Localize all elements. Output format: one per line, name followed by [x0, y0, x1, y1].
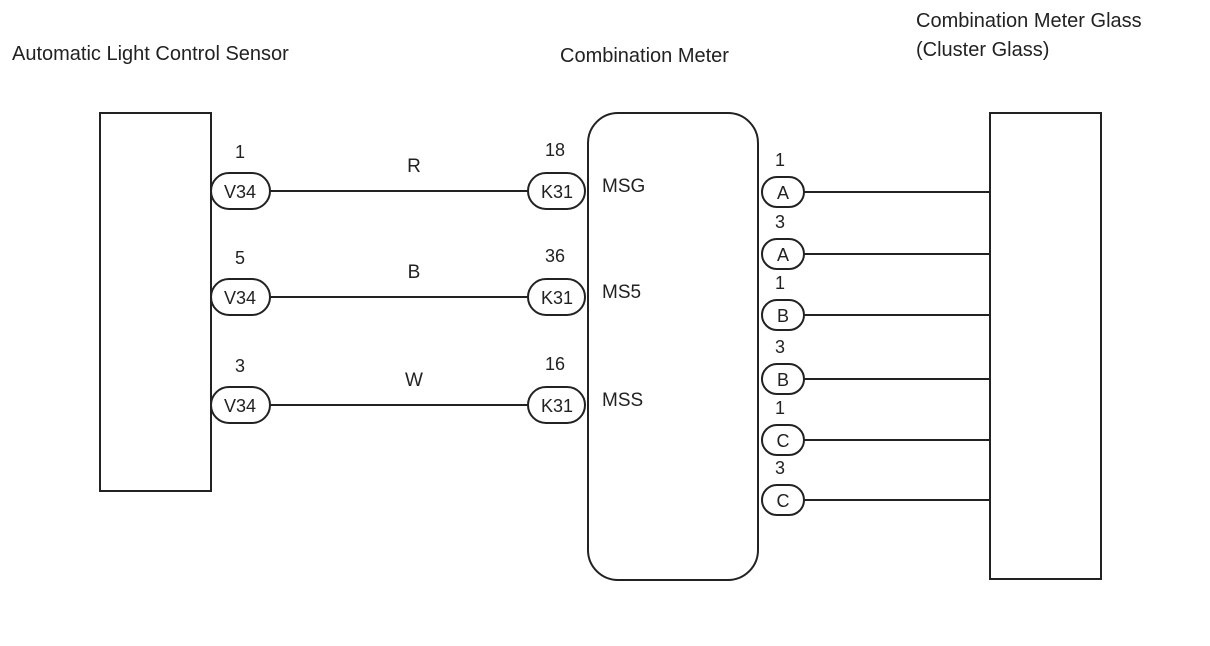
meter-pin-label: 36 [545, 246, 565, 266]
meter-terminal-label: MSG [602, 176, 645, 197]
glass-connector-pill [761, 238, 805, 270]
glass-connector-pill [761, 363, 805, 395]
meter-terminal-label: MSS [602, 390, 643, 411]
meter-connector-pill [527, 172, 586, 210]
wire-color-label: W [405, 370, 423, 391]
sensor-pin-label: 5 [235, 248, 245, 268]
glass-connector-pill [761, 424, 805, 456]
glass-pin-label: 3 [775, 458, 785, 478]
glass-connector-label: B [777, 370, 789, 390]
sensor-connector-label: V34 [224, 182, 256, 202]
sensor-connector-label: V34 [224, 288, 256, 308]
glass-connector-pill [761, 176, 805, 208]
glass-connector-pill [761, 484, 805, 516]
glass-pin-label: 1 [775, 398, 785, 418]
glass-pin-label: 3 [775, 337, 785, 357]
meter-body [587, 112, 759, 581]
sensor-connector-pill [210, 278, 271, 316]
meter-connector-label: K31 [541, 182, 573, 202]
sensor-pin-label: 1 [235, 142, 245, 162]
sensor-connector-pill [210, 172, 271, 210]
glass-connector-pill [761, 299, 805, 331]
meter-pin-label: 18 [545, 140, 565, 160]
sensor-connector-pill [210, 386, 271, 424]
glass-connector-label: A [777, 245, 789, 265]
meter-connector-label: K31 [541, 288, 573, 308]
meter-connector-pill [527, 386, 586, 424]
glass-title-line1: Combination Meter Glass [916, 10, 1142, 32]
meter-pin-label: 16 [545, 354, 565, 374]
glass-pin-label: 1 [775, 273, 785, 293]
glass-pin-label: 1 [775, 150, 785, 170]
glass-connector-label: C [777, 491, 790, 511]
glass-connector-label: B [777, 306, 789, 326]
meter-connector-pill [527, 278, 586, 316]
sensor-pin-label: 3 [235, 356, 245, 376]
sensor-title: Automatic Light Control Sensor [12, 43, 289, 65]
sensor-body [99, 112, 212, 492]
sensor-connector-label: V34 [224, 396, 256, 416]
glass-pin-label: 3 [775, 212, 785, 232]
wire-color-label: R [407, 156, 421, 177]
meter-connector-label: K31 [541, 396, 573, 416]
meter-title: Combination Meter [560, 45, 729, 67]
glass-body [989, 112, 1102, 580]
glass-connector-label: C [777, 431, 790, 451]
wire-color-label: B [408, 262, 421, 283]
meter-terminal-label: MS5 [602, 282, 641, 303]
glass-title-line2: (Cluster Glass) [916, 39, 1049, 61]
glass-connector-label: A [777, 183, 789, 203]
